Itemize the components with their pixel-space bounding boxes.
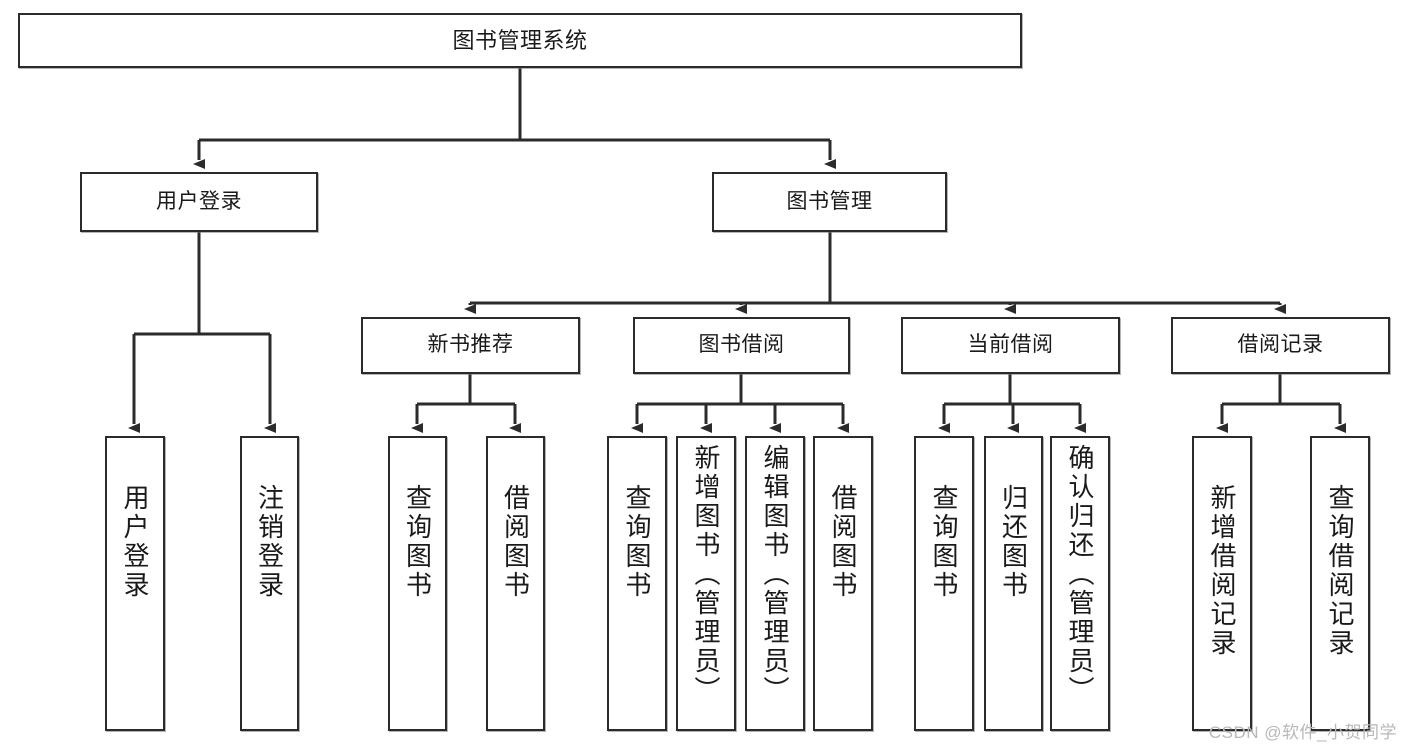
node-leaf-query-book-3[interactable]: 查询图书 [914,436,974,731]
node-book-manage-label: 图书管理 [786,189,873,213]
node-leaf-query-borrow-record[interactable]: 查询借阅记录 [1310,436,1370,731]
node-new-book-recommend[interactable]: 新书推荐 [361,317,580,374]
node-borrow-record-label: 借阅记录 [1237,333,1324,357]
node-current-borrow[interactable]: 当前借阅 [901,317,1120,374]
node-leaf-borrow-book-2[interactable]: 借阅图书 [813,436,873,731]
watermark-text: CSDN @软件_小贺同学 [1208,723,1397,742]
node-leaf-borrow-book-1[interactable]: 借阅图书 [486,436,545,731]
node-leaf-query-borrow-record-label: 查询借阅记录 [1325,484,1355,658]
node-leaf-add-borrow-record[interactable]: 新增借阅记录 [1192,436,1252,731]
node-leaf-return-book-label: 归还图书 [998,484,1029,600]
node-leaf-add-book-admin[interactable]: 新增图书（管理员） [676,436,736,731]
node-leaf-query-book-2-label: 查询图书 [622,484,652,600]
node-user-login[interactable]: 用户登录 [80,172,318,232]
node-leaf-borrow-book-1-label: 借阅图书 [500,484,531,600]
node-root[interactable]: 图书管理系统 [18,13,1022,68]
node-leaf-user-login-label: 用户登录 [120,484,150,600]
node-leaf-add-borrow-record-label: 新增借阅记录 [1207,484,1237,658]
node-leaf-user-logout-label: 注销登录 [254,484,285,600]
node-leaf-query-book-2[interactable]: 查询图书 [607,436,667,731]
node-leaf-edit-book-admin[interactable]: 编辑图书（管理员） [745,436,805,731]
node-leaf-query-book-1-label: 查询图书 [402,484,433,600]
node-leaf-edit-book-admin-label: 编辑图书（管理员） [760,444,790,705]
node-user-login-label: 用户登录 [156,189,242,213]
node-book-borrow[interactable]: 图书借阅 [633,317,850,374]
node-leaf-borrow-book-2-label: 借阅图书 [828,484,858,600]
node-leaf-return-book[interactable]: 归还图书 [984,436,1043,731]
node-leaf-query-book-3-label: 查询图书 [929,484,959,600]
node-leaf-query-book-1[interactable]: 查询图书 [388,436,447,731]
node-book-manage[interactable]: 图书管理 [712,172,947,232]
node-leaf-confirm-return-admin-label: 确认归还（管理员） [1065,444,1095,705]
node-new-book-recommend-label: 新书推荐 [427,333,514,357]
node-leaf-confirm-return-admin[interactable]: 确认归还（管理员） [1050,436,1110,731]
node-borrow-record[interactable]: 借阅记录 [1171,317,1390,374]
node-leaf-user-logout[interactable]: 注销登录 [240,436,299,731]
node-current-borrow-label: 当前借阅 [967,333,1054,357]
node-leaf-add-book-admin-label: 新增图书（管理员） [691,444,721,705]
node-leaf-user-login[interactable]: 用户登录 [105,436,165,731]
node-root-label: 图书管理系统 [452,27,588,53]
node-book-borrow-label: 图书借阅 [698,333,785,357]
